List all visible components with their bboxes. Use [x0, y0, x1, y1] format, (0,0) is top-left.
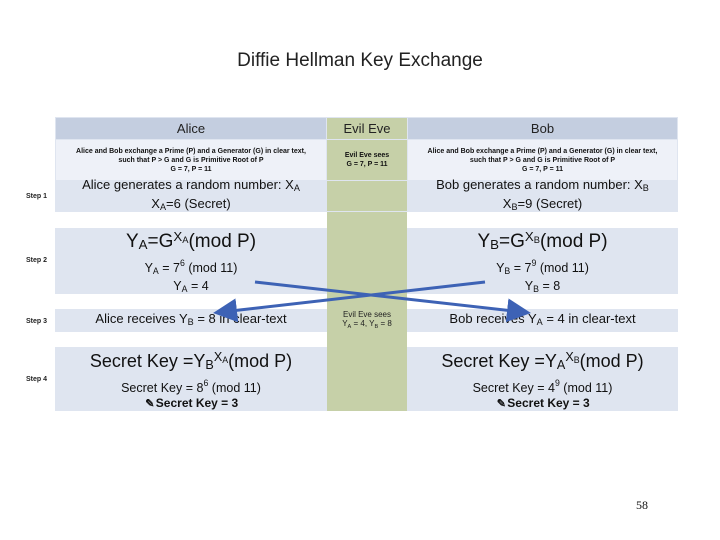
step1-bob-line2: XB=9 (Secret) [502, 196, 583, 212]
step4-alice-line3: ✎Secret Key = 3 [145, 396, 239, 410]
intro-alice-line3: G = 7, P = 11 [170, 165, 212, 173]
step3-eve-line1: Evil Eve sees [342, 309, 392, 319]
step4-alice-line2: Secret Key = 86 (mod 11) [121, 378, 261, 395]
intro-alice: Alice and Bob exchange a Prime (P) and a… [56, 140, 326, 180]
step-label-4: Step 4 [26, 376, 48, 383]
step2-alice-line2: YA = 76 (mod 11) [144, 257, 238, 276]
step2-bob-line2: YB = 79 (mod 11) [496, 257, 589, 276]
step4-bob-formula: Secret Key =YAXB(mod P) [441, 350, 644, 372]
step-label-1: Step 1 [26, 193, 48, 200]
step2-alice-line3: YA = 4 [173, 278, 209, 294]
header-bob-label: Bob [530, 121, 555, 136]
intro-alice-line2: such that P > G and G is Primitive Root … [118, 156, 264, 164]
step1-bob-line1: Bob generates a random number: XB [436, 177, 649, 193]
header-alice-label: Alice [176, 121, 206, 136]
step3-bob-text: Bob receives YA = 4 in clear-text [449, 311, 636, 327]
step1-bob: Bob generates a random number: XB XB=9 (… [408, 177, 677, 212]
step1-alice: Alice generates a random number: XA XA=6… [56, 177, 326, 212]
step4-bob-line2: Secret Key = 49 (mod 11) [472, 378, 613, 395]
intro-eve: Evil Eve sees G = 7, P = 11 [327, 140, 407, 180]
header-alice: Alice [56, 118, 326, 139]
step2-alice-formula: YA=GXA(mod P) [125, 228, 257, 252]
intro-bob: Alice and Bob exchange a Prime (P) and a… [408, 140, 677, 180]
step3-bob: Bob receives YA = 4 in clear-text [408, 310, 677, 331]
intro-eve-line1: Evil Eve sees [344, 152, 390, 159]
step3-eve: Evil Eve sees YA = 4, YB = 8 [327, 310, 407, 331]
step1-eve [327, 181, 407, 211]
step1-alice-line1: Alice generates a random number: XA [82, 177, 300, 193]
check-pen-icon: ✎ [145, 398, 155, 410]
step2-bob: YB=GXB(mod P) YB = 79 (mod 11) YB = 8 [408, 228, 677, 294]
step4-alice-formula: Secret Key =YBXA(mod P) [89, 350, 293, 372]
step4-bob: Secret Key =YAXB(mod P) Secret Key = 49 … [408, 348, 677, 410]
intro-bob-line2: such that P > G and G is Primitive Root … [469, 156, 616, 164]
step-label-3: Step 3 [26, 318, 48, 325]
step1-alice-line2: XA=6 (Secret) [151, 196, 231, 212]
intro-eve-line2: G = 7, P = 11 [346, 161, 388, 168]
intro-bob-line3: G = 7, P = 11 [521, 165, 564, 173]
page-title: Diffie Hellman Key Exchange [237, 50, 483, 71]
step4-bob-line3: ✎Secret Key = 3 [496, 396, 590, 410]
intro-alice-line1: Alice and Bob exchange a Prime (P) and a… [76, 147, 306, 155]
header-eve: Evil Eve [327, 118, 407, 139]
step2-alice: YA=GXA(mod P) YA = 76 (mod 11) YA = 4 [56, 228, 326, 294]
step-label-2: Step 2 [26, 257, 48, 264]
step2-bob-formula: YB=GXB(mod P) [477, 228, 608, 252]
step4-alice: Secret Key =YBXA(mod P) Secret Key = 86 … [56, 348, 326, 410]
header-bob: Bob [408, 118, 677, 139]
step3-eve-line2: YA = 4, YB = 8 [342, 318, 392, 330]
check-pen-icon: ✎ [496, 398, 506, 410]
step3-alice: Alice receives YB = 8 in clear-text [56, 310, 326, 331]
intro-bob-line1: Alice and Bob exchange a Prime (P) and a… [427, 147, 658, 155]
step2-bob-line3: YB = 8 [524, 278, 561, 294]
step3-alice-text: Alice receives YB = 8 in clear-text [95, 311, 287, 327]
page-number: 58 [636, 498, 648, 512]
header-eve-label: Evil Eve [343, 121, 391, 136]
